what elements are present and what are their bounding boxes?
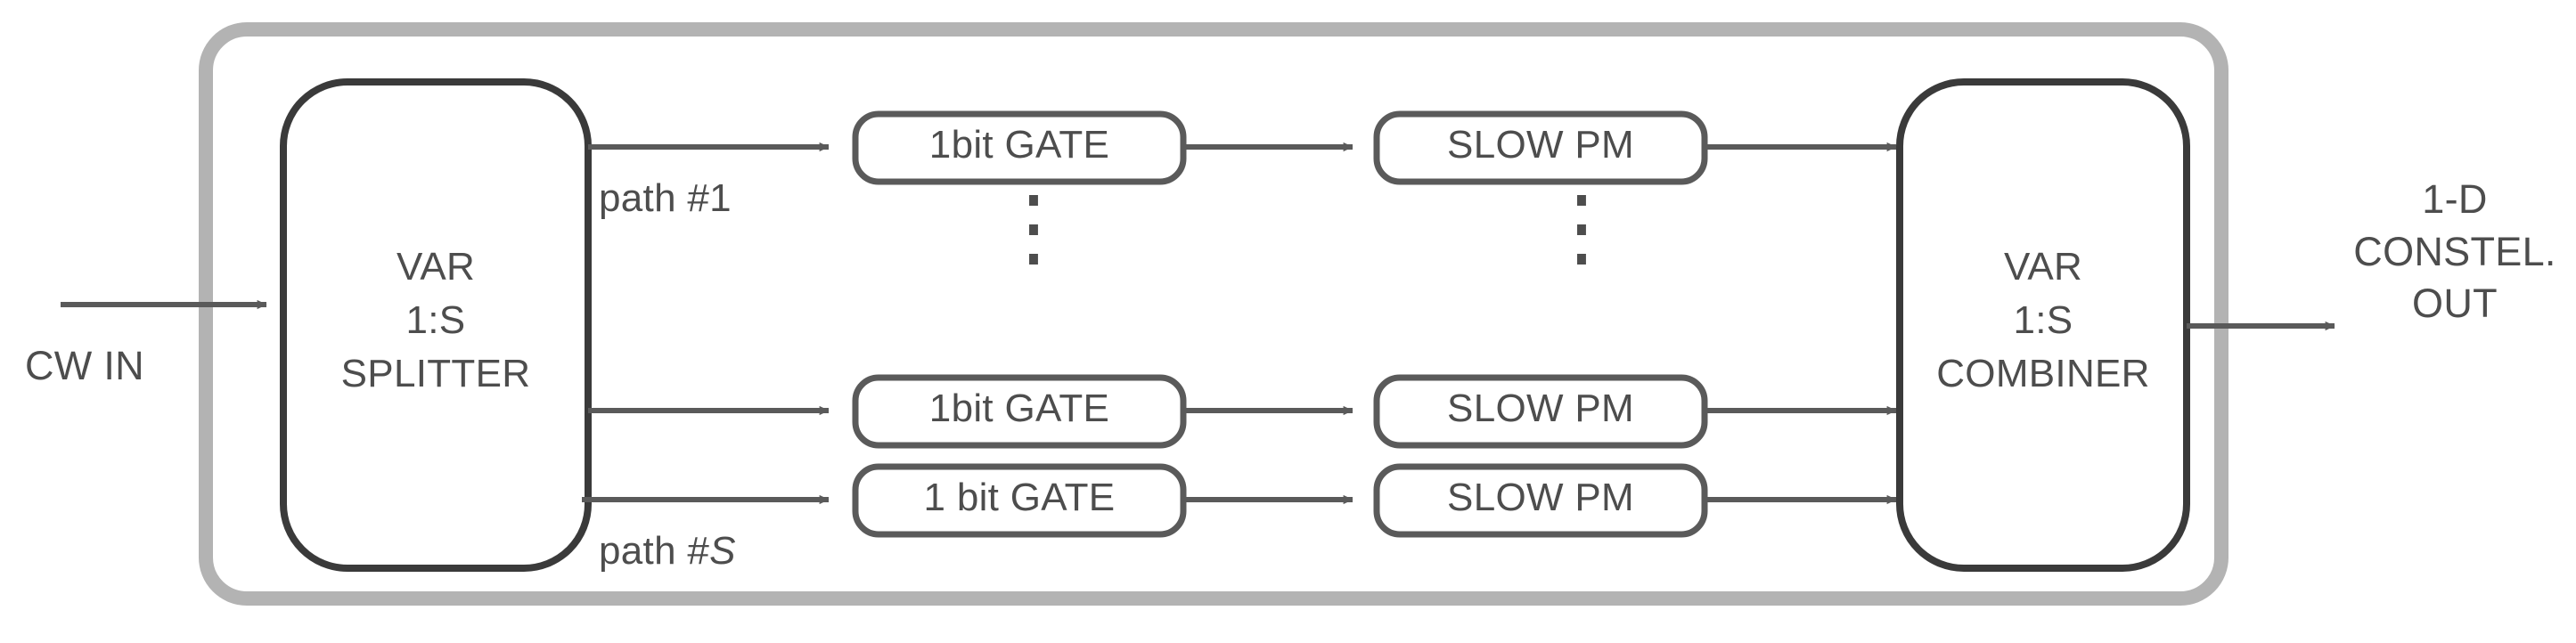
gate-label-2: 1bit GATE xyxy=(928,387,1110,430)
pm-label-3: SLOW PM xyxy=(1447,476,1634,519)
gate-label-1: 1bit GATE xyxy=(928,123,1110,167)
path-first-label: path #1 xyxy=(599,176,732,220)
path-last-suffix: S xyxy=(709,529,736,573)
splitter-block[interactable] xyxy=(280,78,592,572)
gate-label-3: 1 bit GATE xyxy=(923,476,1116,519)
path-last-prefix: path # xyxy=(599,529,710,573)
pm-label-2: SLOW PM xyxy=(1447,387,1634,430)
ellipsis-pms: ⋮ xyxy=(1539,180,1625,275)
path-last-label: path #S xyxy=(599,529,736,574)
ellipsis-gates: ⋮ xyxy=(991,180,1077,275)
pm-label-1: SLOW PM xyxy=(1447,123,1634,167)
output-label: 1-D CONSTEL. OUT xyxy=(2353,176,2556,326)
combiner-label: VAR 1:S COMBINER xyxy=(1936,245,2150,395)
splitter-label: VAR 1:S SPLITTER xyxy=(340,245,531,395)
outer-enclosure xyxy=(199,22,2228,606)
cw-in-label: CW IN xyxy=(25,343,144,388)
